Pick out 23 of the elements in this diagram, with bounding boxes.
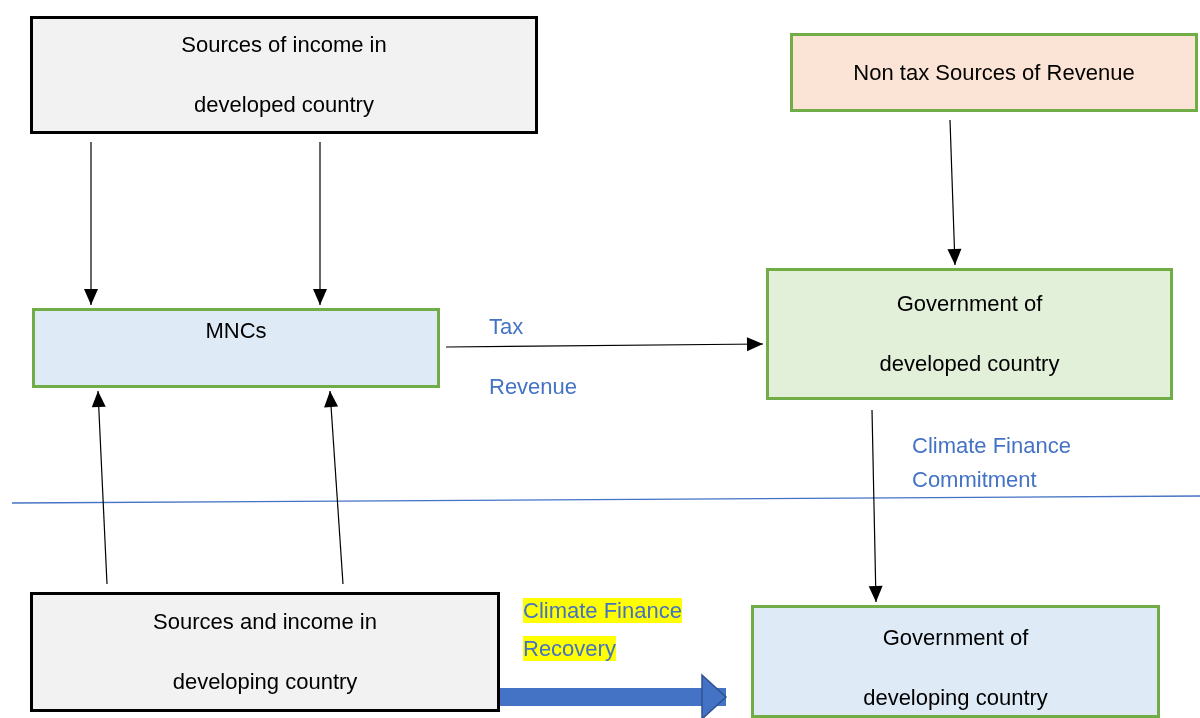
arrow — [947, 119, 962, 266]
node-text: Government of developing country — [862, 624, 1049, 712]
process-box — [30, 592, 500, 712]
process-box — [32, 308, 440, 388]
arrow — [84, 141, 98, 306]
process-box — [30, 16, 538, 134]
arrow — [868, 409, 883, 603]
arrow — [445, 337, 764, 352]
arrow — [91, 390, 108, 585]
node-text: Government of developed country — [878, 290, 1061, 378]
edge-label: Climate Finance Recovery — [523, 597, 683, 663]
arrow — [324, 390, 344, 585]
process-box — [790, 33, 1198, 112]
node-text: MNCs — [205, 317, 267, 345]
edge-label: Tax Revenue — [489, 313, 579, 401]
process-box — [766, 268, 1173, 400]
node-text: Sources of income in developed country — [180, 31, 388, 119]
arrow — [313, 141, 327, 306]
process-box — [751, 605, 1160, 718]
node-text: Non tax Sources of Revenue — [853, 58, 1135, 87]
node-text: Sources and income in developing country — [152, 608, 378, 696]
edge-label: Climate Finance Commitment — [912, 432, 1072, 494]
block-arrow — [500, 674, 727, 718]
